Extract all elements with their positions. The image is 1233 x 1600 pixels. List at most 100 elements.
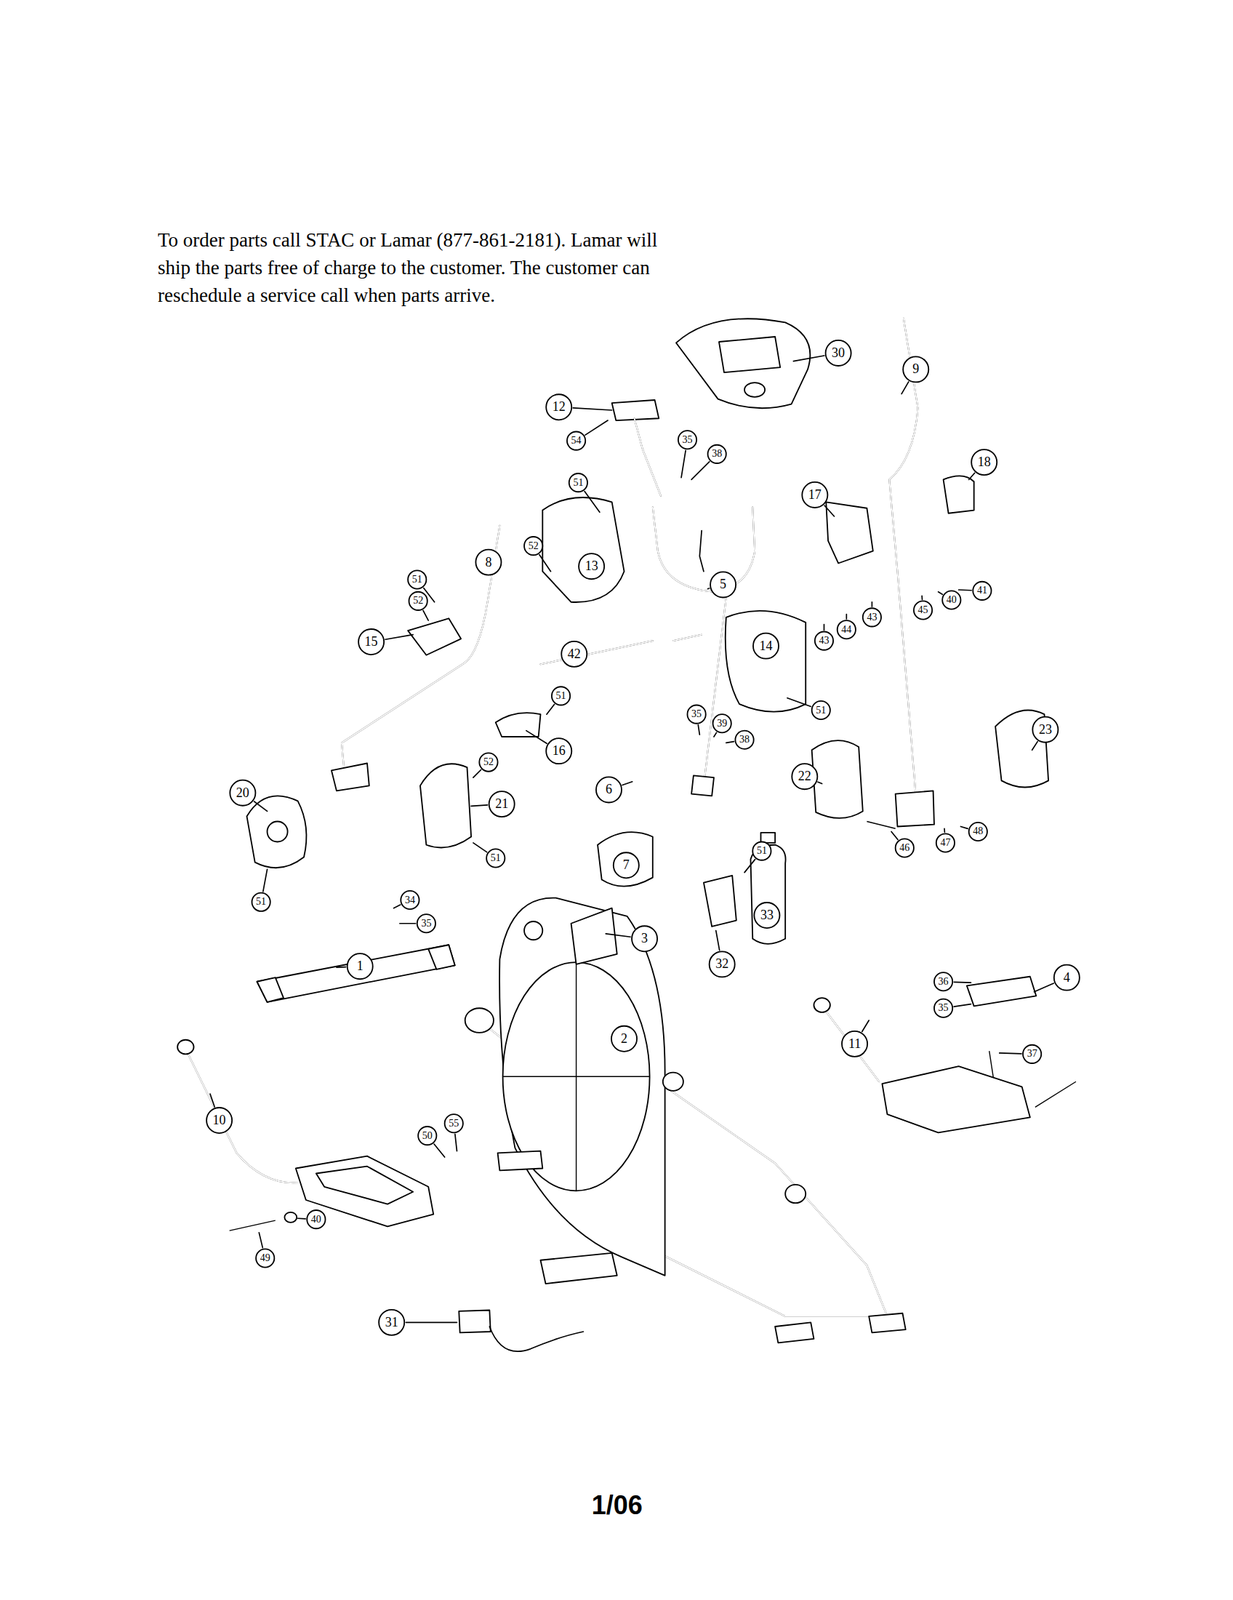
leader-line xyxy=(708,587,710,589)
leader-lines xyxy=(210,355,1054,1322)
leader-line xyxy=(385,634,413,640)
callout-number: 35 xyxy=(674,708,719,720)
leader-line xyxy=(793,355,824,362)
callout-number: 51 xyxy=(395,573,440,586)
leader-line xyxy=(393,904,400,909)
leader-line xyxy=(953,980,971,983)
callout-number: 51 xyxy=(474,852,518,864)
handlebars-part xyxy=(699,530,704,572)
covers-part xyxy=(750,844,786,944)
callout-number: 45 xyxy=(901,604,946,616)
handlebars-part xyxy=(673,634,702,641)
pedal-arm-part xyxy=(185,1048,307,1183)
frame-part xyxy=(571,908,618,965)
leader-line xyxy=(526,730,547,744)
console-part xyxy=(634,418,661,496)
leader-line xyxy=(960,825,968,829)
frame-part xyxy=(663,1072,684,1091)
callout-number: 42 xyxy=(552,646,597,662)
pedal-arm-part xyxy=(177,1039,194,1055)
handlebars-part xyxy=(866,820,895,829)
console-part xyxy=(719,336,781,373)
callout-number: 21 xyxy=(479,796,524,812)
adapter xyxy=(458,1310,584,1352)
leader-line xyxy=(845,614,847,619)
leader-line xyxy=(434,1143,445,1157)
callout-number: 8 xyxy=(466,554,511,570)
leader-line xyxy=(681,450,686,477)
leader-line xyxy=(572,407,612,411)
leader-line xyxy=(539,554,552,572)
callout-number: 55 xyxy=(431,1117,476,1130)
frame-part xyxy=(785,1184,806,1203)
callout-number: 51 xyxy=(798,704,843,717)
leader-line xyxy=(901,381,909,395)
covers-part xyxy=(420,763,472,847)
leader-line xyxy=(1033,982,1054,992)
callout-number: 52 xyxy=(466,756,511,768)
stabilizer xyxy=(257,944,1037,1077)
covers-part xyxy=(825,501,874,563)
pedal-arm-part xyxy=(284,1211,297,1223)
callout-number: 17 xyxy=(793,487,837,503)
frame-part xyxy=(524,921,543,940)
leader-line xyxy=(622,781,633,786)
leader-line xyxy=(824,505,834,517)
covers-part xyxy=(542,497,624,602)
handlebars-part xyxy=(889,318,918,797)
callout-number: 47 xyxy=(923,836,967,849)
callout-number: 14 xyxy=(744,638,789,654)
callout-number: 49 xyxy=(243,1251,288,1264)
callout-number: 31 xyxy=(370,1314,414,1330)
leader-line xyxy=(943,828,946,832)
handlebars-part xyxy=(673,634,702,641)
frame-part xyxy=(657,1081,888,1316)
stabilizer-part xyxy=(257,944,456,1002)
leader-line xyxy=(691,461,710,480)
frame-part xyxy=(540,1252,617,1284)
leader-line xyxy=(336,966,347,968)
handlebars-part xyxy=(895,790,935,826)
covers-part xyxy=(407,617,461,656)
leader-line xyxy=(546,704,555,715)
pedal-arm-part xyxy=(822,1005,880,1082)
callout-number: 23 xyxy=(1023,721,1068,738)
stabilizer-part xyxy=(428,944,455,970)
covers-part xyxy=(495,712,541,737)
leader-line xyxy=(399,922,416,925)
callout-number: 20 xyxy=(221,785,265,801)
callout-number: 35 xyxy=(404,917,448,930)
leader-line xyxy=(585,420,608,435)
leader-line xyxy=(258,1232,263,1248)
handlebars-part xyxy=(889,318,918,797)
callout-number: 7 xyxy=(604,857,648,873)
console-part xyxy=(612,399,660,421)
pedal-arm xyxy=(177,997,1076,1231)
leader-line xyxy=(605,933,631,937)
frame-part xyxy=(497,1150,544,1171)
callout-number: 18 xyxy=(962,454,1007,470)
frame-part xyxy=(465,1007,494,1033)
leader-line xyxy=(871,601,874,607)
covers-part xyxy=(246,795,307,868)
leader-line xyxy=(473,769,482,778)
callout-number: 35 xyxy=(665,434,709,446)
console xyxy=(612,318,811,496)
callout-number: 43 xyxy=(801,634,846,647)
pedal-arm-part xyxy=(229,1219,276,1231)
console-part xyxy=(634,418,661,496)
leader-line xyxy=(298,1217,307,1219)
pedal-arm-part xyxy=(813,997,830,1012)
frame xyxy=(465,897,906,1343)
callout-number: 46 xyxy=(882,841,927,854)
callout-number: 50 xyxy=(405,1129,450,1142)
leader-line xyxy=(953,1003,971,1007)
callout-number: 22 xyxy=(782,768,827,784)
leader-line xyxy=(958,588,973,591)
leader-line xyxy=(584,491,600,513)
console-part xyxy=(676,318,810,408)
covers xyxy=(246,475,1049,943)
callout-number: 40 xyxy=(929,593,974,606)
leader-line xyxy=(823,624,826,631)
